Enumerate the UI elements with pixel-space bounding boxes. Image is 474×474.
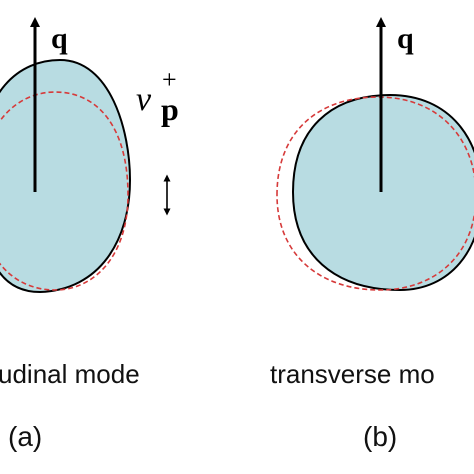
deformed-ellipse-a	[0, 58, 132, 294]
shifted-circle-b	[291, 93, 474, 292]
panel-tag-b: (b)	[363, 421, 397, 452]
panel-a: q ν + p udinal mode (a)	[0, 17, 179, 452]
q-label-b: q	[397, 22, 414, 55]
nu-subscript: p	[161, 91, 179, 127]
mode-label-a: udinal mode	[0, 359, 140, 389]
mode-label-b: transverse mo	[270, 359, 435, 389]
reference-circle-b	[276, 96, 474, 291]
nu-symbol: ν	[136, 81, 152, 118]
q-label-a: q	[51, 22, 68, 55]
panel-tag-a: (a)	[8, 421, 42, 452]
panel-b: q transverse mo (b)	[270, 17, 474, 452]
nu-superscript: +	[162, 65, 177, 94]
reference-circle-a	[0, 91, 129, 291]
